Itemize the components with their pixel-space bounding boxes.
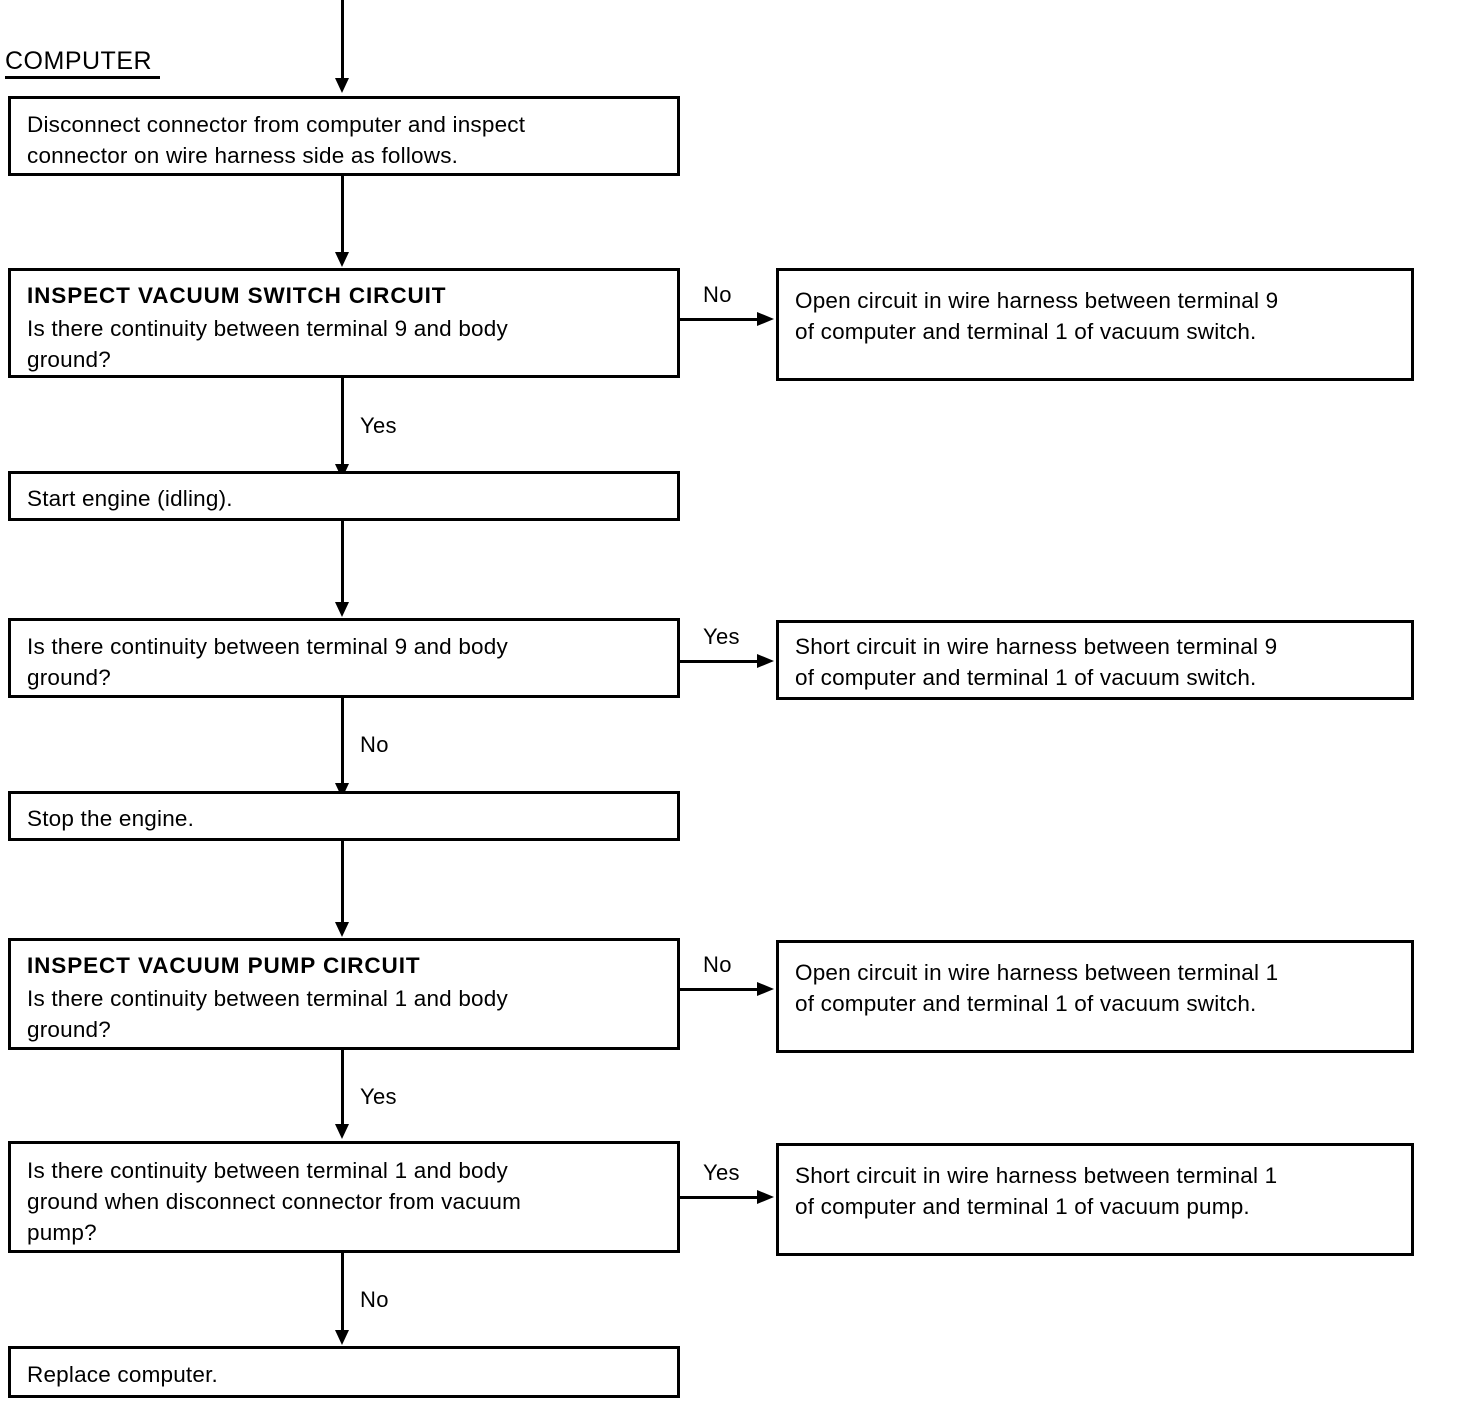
node-inspect-vacuum-switch-line-2: ground? [27, 347, 111, 372]
arrow-into-continuity-disconnected [335, 1124, 349, 1139]
node-inspect-vacuum-pump-circuit: INSPECT VACUUM PUMP CIRCUIT Is there con… [8, 938, 680, 1050]
node-short-circuit-pump-line-1: Short circuit in wire harness between te… [795, 1163, 1278, 1188]
node-disconnect-line-2: connector on wire harness side as follow… [27, 143, 459, 168]
connector-disconnected-yes [680, 1196, 762, 1199]
node-short-circuit-switch-line-2: of computer and terminal 1 of vacuum swi… [795, 665, 1257, 690]
arrow-into-open-circuit-switch [757, 312, 774, 326]
edge-label-pump-yes: Yes [360, 1084, 397, 1109]
node-inspect-vacuum-pump-line-2: ground? [27, 1017, 111, 1042]
node-inspect-vacuum-switch-circuit: INSPECT VACUUM SWITCH CIRCUIT Is there c… [8, 268, 680, 378]
arrow-into-inspect-pump [335, 922, 349, 937]
node-open-circuit-pump-line-2: of computer and terminal 1 of vacuum swi… [795, 991, 1257, 1016]
node-open-circuit-switch-line-2: of computer and terminal 1 of vacuum swi… [795, 319, 1257, 344]
node-stop-engine-line-1: Stop the engine. [27, 806, 195, 831]
node-inspect-vacuum-pump-line-1: Is there continuity between terminal 1 a… [27, 986, 508, 1011]
page-title: COMPUTER [5, 48, 160, 79]
edge-label-idling-no: No [360, 732, 389, 757]
arrow-into-short-circuit-switch [757, 654, 774, 668]
node-stop-engine: Stop the engine. [8, 791, 680, 841]
connector-pump-yes [341, 1050, 344, 1134]
arrow-into-inspect-switch [335, 252, 349, 267]
node-short-circuit-vacuum-pump: Short circuit in wire harness between te… [776, 1143, 1414, 1256]
node-inspect-vacuum-switch-title: INSPECT VACUUM SWITCH CIRCUIT [27, 283, 447, 308]
node-open-circuit-pump-line-1: Open circuit in wire harness between ter… [795, 960, 1279, 985]
node-continuity-terminal-1-disconnected: Is there continuity between terminal 1 a… [8, 1141, 680, 1253]
node-continuity-disconnected-line-3: pump? [27, 1220, 97, 1245]
node-replace-computer-line-1: Replace computer. [27, 1362, 219, 1387]
node-inspect-vacuum-switch-line-1: Is there continuity between terminal 9 a… [27, 316, 508, 341]
node-disconnect-connector: Disconnect connector from computer and i… [8, 96, 680, 176]
connector-disconnect-to-inspect-switch [341, 176, 344, 252]
connector-stop-engine-to-inspect-pump [341, 841, 344, 922]
connector-idling-yes [680, 660, 762, 663]
node-open-circuit-vacuum-switch: Open circuit in wire harness between ter… [776, 268, 1414, 381]
node-start-engine-line-1: Start engine (idling). [27, 486, 233, 511]
node-continuity-disconnected-line-2: ground when disconnect connector from va… [27, 1189, 522, 1214]
connector-top-incoming [341, 0, 344, 78]
node-continuity-disconnected-line-1: Is there continuity between terminal 1 a… [27, 1158, 508, 1183]
node-short-circuit-pump-line-2: of computer and terminal 1 of vacuum pum… [795, 1194, 1250, 1219]
edge-label-idling-yes: Yes [703, 624, 740, 649]
arrow-into-short-circuit-pump [757, 1190, 774, 1204]
edge-label-pump-no: No [703, 952, 732, 977]
node-disconnect-line-1: Disconnect connector from computer and i… [27, 112, 526, 137]
arrow-into-replace-computer [335, 1330, 349, 1345]
edge-label-switch-no: No [703, 282, 732, 307]
arrow-into-continuity-9-idling [335, 602, 349, 617]
node-open-circuit-vacuum-pump: Open circuit in wire harness between ter… [776, 940, 1414, 1053]
connector-disconnected-no [341, 1253, 344, 1330]
connector-switch-no [680, 318, 762, 321]
arrow-into-open-circuit-pump [757, 982, 774, 996]
connector-idling-no [341, 698, 344, 783]
node-continuity-9-idling-line-2: ground? [27, 665, 111, 690]
node-short-circuit-switch-line-1: Short circuit in wire harness between te… [795, 634, 1278, 659]
connector-switch-yes [341, 378, 344, 464]
connector-pump-no [680, 988, 762, 991]
edge-label-switch-yes: Yes [360, 413, 397, 438]
arrow-into-disconnect [335, 78, 349, 93]
edge-label-disconnected-no: No [360, 1287, 389, 1312]
node-start-engine: Start engine (idling). [8, 471, 680, 521]
node-continuity-terminal-9-idling: Is there continuity between terminal 9 a… [8, 618, 680, 698]
node-replace-computer: Replace computer. [8, 1346, 680, 1398]
node-continuity-9-idling-line-1: Is there continuity between terminal 9 a… [27, 634, 508, 659]
connector-start-engine-to-continuity [341, 521, 344, 602]
node-inspect-vacuum-pump-title: INSPECT VACUUM PUMP CIRCUIT [27, 953, 421, 978]
node-short-circuit-vacuum-switch: Short circuit in wire harness between te… [776, 620, 1414, 700]
node-open-circuit-switch-line-1: Open circuit in wire harness between ter… [795, 288, 1279, 313]
edge-label-disconnected-yes: Yes [703, 1160, 740, 1185]
